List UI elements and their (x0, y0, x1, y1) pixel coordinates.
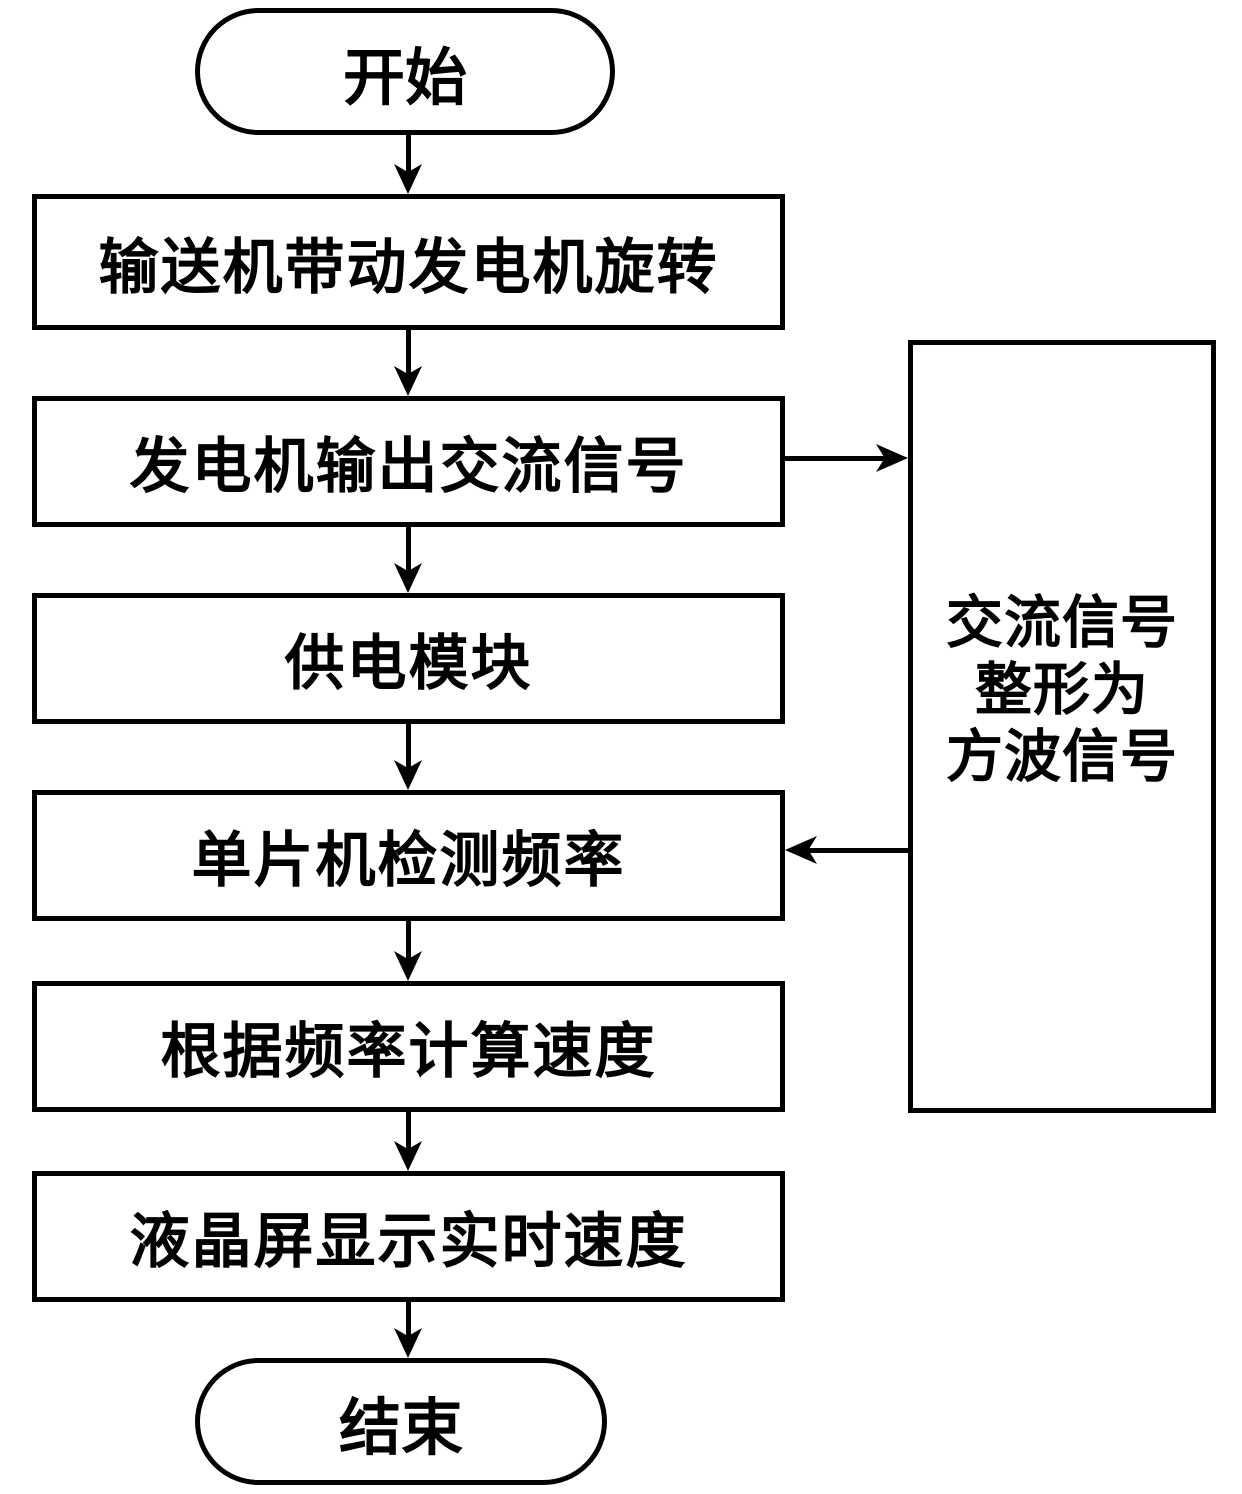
arrow-step4-to-step5 (394, 921, 422, 981)
arrow-step2-to-shaping (785, 444, 908, 472)
step-mcu-frequency-detect: 单片机检测频率 (32, 790, 785, 921)
end-node-label: 结束 (338, 1394, 463, 1463)
step-lcd-display: 液晶屏显示实时速度 (32, 1171, 785, 1302)
arrow-shaft (785, 455, 886, 461)
arrow-shaft (405, 330, 411, 374)
step-label: 液晶屏显示实时速度 (129, 1209, 688, 1275)
start-node: 开始 (195, 8, 615, 135)
arrow-shaping-to-step4 (785, 836, 908, 864)
arrow-shaft (405, 1112, 411, 1149)
arrow-start-to-step1 (394, 135, 422, 194)
arrow-shaft (405, 135, 411, 172)
start-node-label: 开始 (342, 44, 467, 113)
signal-shaping-line3: 方波信号 (946, 726, 1178, 790)
signal-shaping-line1: 交流信号 (946, 591, 1178, 655)
step-label: 发电机输出交流信号 (129, 434, 688, 500)
step-label: 供电模块 (284, 631, 533, 697)
signal-shaping-node: 交流信号 整形为 方波信号 (908, 340, 1216, 1113)
step-label: 单片机检测频率 (191, 828, 626, 894)
step-label: 输送机带动发电机旋转 (98, 234, 719, 301)
arrow-step2-to-step3 (394, 527, 422, 593)
arrow-shaft (405, 921, 411, 959)
arrow-shaft (807, 847, 908, 853)
end-node: 结束 (195, 1358, 607, 1485)
step-speed-calculation: 根据频率计算速度 (32, 981, 785, 1112)
step-conveyor-drives-generator: 输送机带动发电机旋转 (32, 194, 785, 330)
arrow-shaft (405, 724, 411, 768)
step-generator-ac-output: 发电机输出交流信号 (32, 396, 785, 527)
step-label: 根据频率计算速度 (160, 1019, 657, 1085)
arrow-step6-to-end (394, 1302, 422, 1358)
signal-shaping-line2: 整形为 (975, 658, 1149, 722)
arrow-shaft (405, 527, 411, 571)
arrow-step3-to-step4 (394, 724, 422, 790)
step-power-supply-module: 供电模块 (32, 593, 785, 724)
arrow-step5-to-step6 (394, 1112, 422, 1171)
arrow-step1-to-step2 (394, 330, 422, 396)
arrow-shaft (405, 1302, 411, 1336)
signal-shaping-label: 交流信号 整形为 方波信号 (946, 590, 1178, 792)
